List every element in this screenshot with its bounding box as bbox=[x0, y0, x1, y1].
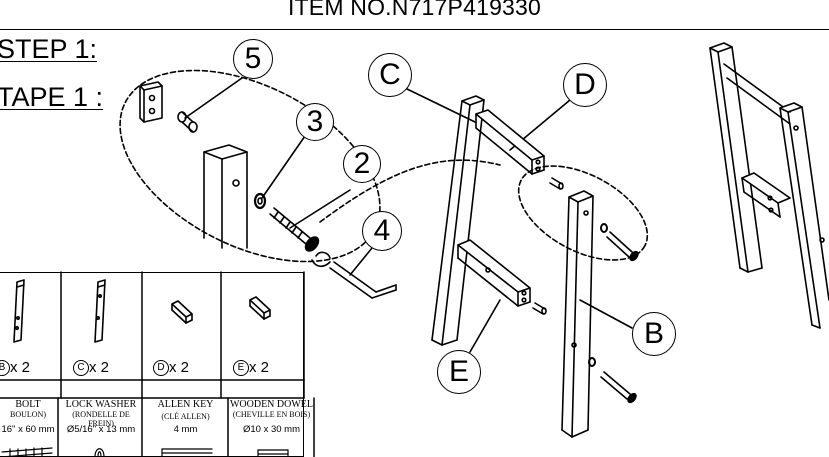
main-bolt-top bbox=[600, 223, 639, 262]
part-b-qty: x 2 bbox=[10, 359, 31, 376]
parts-grid-lines bbox=[0, 271, 315, 457]
part-c-letter: C bbox=[73, 360, 89, 377]
part-c-thumbnail bbox=[94, 279, 106, 343]
callout-e: E bbox=[437, 350, 481, 394]
hardware-lock-washer-subtitle: (RONDELLE DE FREIN) bbox=[72, 410, 130, 428]
callout-4-label: 4 bbox=[373, 214, 391, 247]
main-bolt-bottom bbox=[588, 357, 637, 404]
callout-2-label: 2 bbox=[353, 147, 371, 180]
completed-frame bbox=[709, 42, 829, 329]
part-c-qty: x 2 bbox=[89, 359, 110, 376]
leader-5 bbox=[184, 77, 243, 119]
callout-5: 5 bbox=[233, 39, 273, 79]
callout-c-label: C bbox=[379, 58, 401, 91]
crossbar-d bbox=[475, 109, 545, 175]
callout-e-label: E bbox=[448, 355, 469, 388]
callout-b: B bbox=[632, 312, 676, 356]
part-e-qty: x 2 bbox=[249, 359, 270, 376]
callout-5-label: 5 bbox=[244, 42, 262, 75]
hardware-bolt-size: 16" x 60 mm bbox=[1, 424, 55, 435]
hardware-bolt-title: BOLT bbox=[15, 399, 41, 410]
hardware-allen-key-subtitle: (CLÉ ALLEN) bbox=[161, 412, 210, 421]
callout-d: D bbox=[563, 63, 607, 107]
main-dowel-bottom bbox=[532, 302, 547, 315]
callout-3: 3 bbox=[296, 103, 334, 141]
part-d-thumbnail bbox=[171, 300, 193, 324]
callout-d-label: D bbox=[574, 68, 596, 101]
crossbar-e bbox=[457, 239, 531, 307]
callout-2: 2 bbox=[343, 145, 381, 183]
part-e-letter: E bbox=[233, 360, 249, 377]
part-d-qty: x 2 bbox=[169, 359, 190, 376]
allen-key-detail bbox=[311, 251, 397, 299]
hardware-allen-key-thumbnail bbox=[161, 448, 213, 457]
leader-3 bbox=[261, 135, 306, 199]
leader-2 bbox=[289, 189, 351, 229]
leader-e bbox=[469, 299, 501, 353]
post-detail bbox=[203, 144, 248, 249]
hardware-allen-key-size: 4 mm bbox=[173, 424, 198, 435]
part-b-letter: B bbox=[0, 360, 10, 377]
leader-4 bbox=[349, 247, 373, 276]
detail-connector-line bbox=[319, 159, 501, 223]
header-divider bbox=[0, 29, 829, 30]
hardware-lock-washer-title: LOCK WASHER bbox=[65, 399, 137, 410]
step-label-french: TAPE 1 : bbox=[0, 82, 104, 112]
lock-washer-detail bbox=[253, 192, 267, 210]
step-label-english: STEP 1: bbox=[0, 34, 98, 64]
hardware-allen-key-title: ALLEN KEY bbox=[157, 399, 214, 410]
item-number-title: ITEM NO.N717P419330 bbox=[287, 0, 542, 20]
hardware-dowel-title: WOODEN DOWEL bbox=[229, 399, 314, 410]
leader-b bbox=[579, 299, 633, 329]
part-e-thumbnail bbox=[249, 296, 271, 320]
part-b-thumbnail bbox=[13, 279, 25, 343]
hardware-dowel-size: Ø10 x 30 mm bbox=[242, 424, 301, 435]
leader-c bbox=[404, 87, 476, 123]
callout-4: 4 bbox=[362, 211, 402, 251]
leg-c bbox=[431, 95, 485, 346]
bolt-detail bbox=[269, 207, 320, 252]
small-block-d-detail bbox=[139, 81, 163, 123]
dowel-detail bbox=[177, 111, 198, 133]
hardware-lock-washer-size: Ø5/16" x 13 mm bbox=[66, 424, 136, 435]
main-dowel-top bbox=[549, 177, 564, 190]
callout-b-label: B bbox=[643, 317, 664, 350]
hardware-dowel-subtitle: (CHEVILLE EN BOIS) bbox=[232, 410, 311, 419]
hardware-washer-thumbnail bbox=[94, 448, 105, 457]
leg-b bbox=[561, 190, 594, 438]
detail-ellipse-right bbox=[517, 165, 649, 261]
callout-c: C bbox=[368, 53, 412, 97]
callout-3-label: 3 bbox=[306, 105, 324, 138]
hardware-bolt-subtitle: BOULON) bbox=[10, 410, 46, 419]
part-d-letter: D bbox=[153, 360, 169, 377]
hardware-dowel-thumbnail bbox=[257, 449, 289, 457]
